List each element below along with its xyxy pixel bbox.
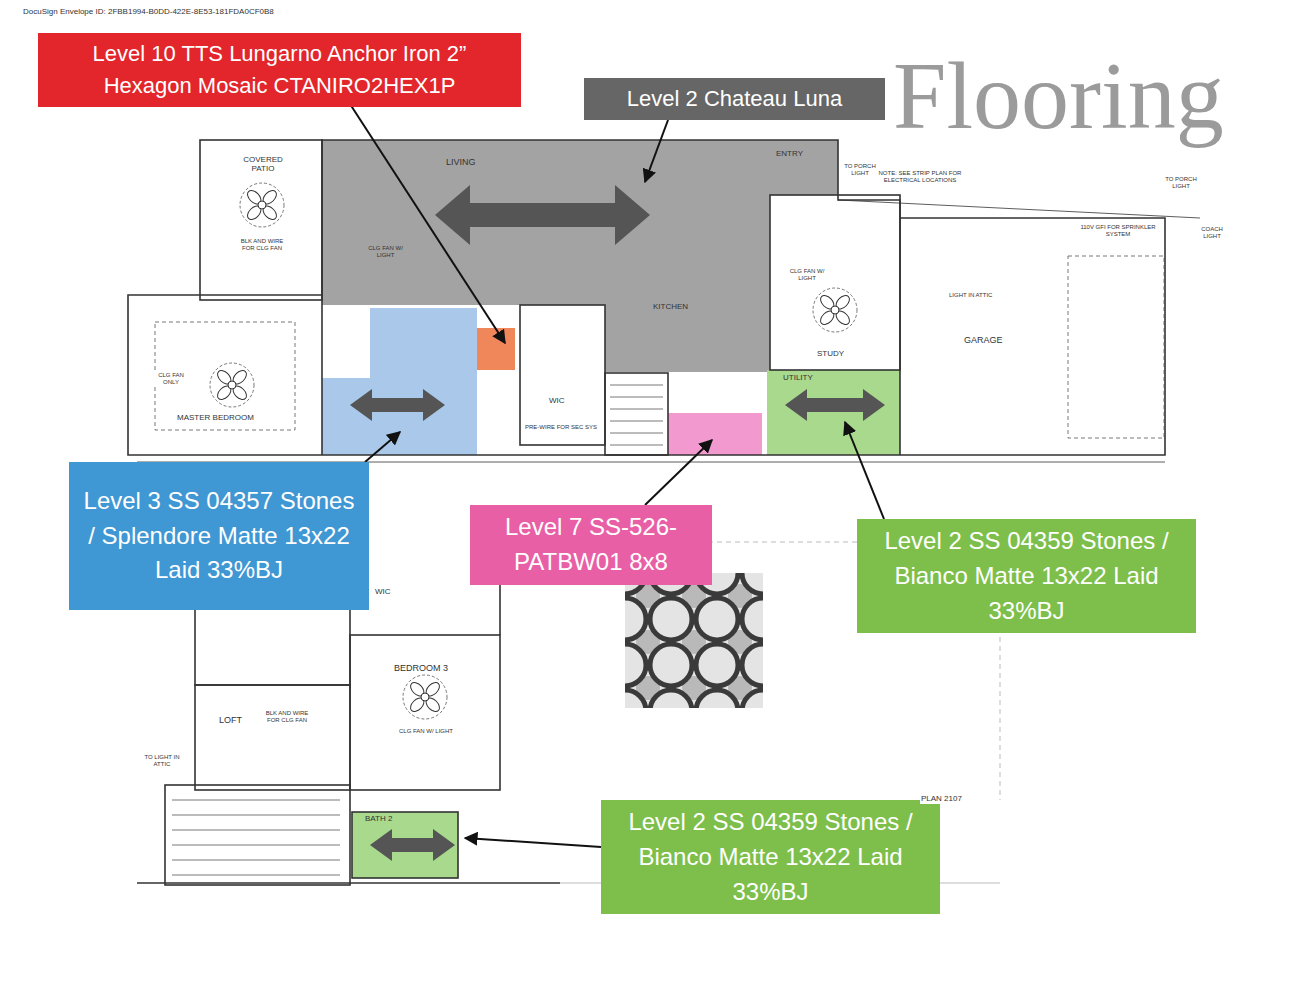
callout-text: Level 3 SS 04357 Stones / Splendore Matt… [79, 484, 359, 588]
plan-element [645, 120, 668, 182]
plan-label: CLG FAN W/ LIGHT [398, 728, 454, 735]
plan-element [172, 800, 340, 801]
lay-direction-arrow [435, 185, 650, 245]
plan-label: NOTE: SEE STRIP PLAN FOR ELECTRICAL LOCA… [875, 170, 965, 183]
plan-label: TO PORCH LIGHT [843, 163, 877, 176]
fan-symbol [813, 288, 857, 332]
plan-element [172, 815, 340, 816]
plan-label: PRE-WIRE FOR SEC SYS [524, 424, 598, 431]
plan-element [350, 635, 500, 790]
plan-element [350, 104, 505, 343]
callout-box: Level 2 SS 04359 Stones / Bianco Matte 1… [857, 519, 1196, 633]
plan-element [365, 432, 400, 462]
fan-symbol [240, 183, 284, 227]
callout-box: Level 2 Chateau Luna [584, 78, 885, 120]
pink-floor-area [668, 413, 762, 455]
plan-element [137, 882, 560, 884]
callout-box: Level 10 TTS Lungarno Anchor Iron 2” Hex… [38, 33, 521, 107]
plan-element [352, 812, 458, 878]
fan-symbol [403, 675, 447, 719]
plan-label: WIC [374, 588, 392, 597]
plan-element [645, 440, 712, 505]
plan-label: LIVING [445, 158, 477, 168]
plan-label: GARAGE [963, 336, 1004, 346]
plan-label: BLK AND WIRE FOR CLG FAN [264, 710, 310, 723]
callout-box: Level 3 SS 04357 Stones / Splendore Matt… [69, 462, 369, 610]
plan-label: BATH 2 [364, 815, 393, 824]
plan-element [610, 409, 663, 410]
lay-direction-arrow [370, 829, 455, 861]
plan-label: STUDY [816, 350, 845, 359]
callout-text: Level 2 Chateau Luna [627, 83, 842, 115]
plan-element [172, 875, 340, 876]
walls [128, 140, 1200, 462]
plan-element [172, 860, 340, 861]
orange-floor-area [477, 328, 515, 370]
plan-label: UTILITY [782, 374, 814, 383]
callout-text: Level 10 TTS Lungarno Anchor Iron 2” Hex… [48, 38, 511, 102]
plan-label: KITCHEN [652, 303, 689, 312]
lay-direction-arrow [350, 389, 445, 421]
lay-direction-arrow [785, 389, 885, 421]
callout-text: Level 2 SS 04359 Stones / Bianco Matte 1… [611, 805, 930, 909]
plan-element [610, 397, 663, 398]
plan-label: PLAN 2107 [920, 795, 963, 804]
page-title: Flooring [893, 48, 1224, 144]
plan-label: CLG FAN W/ LIGHT [362, 245, 409, 258]
plan-element [321, 295, 323, 455]
stair-treads [172, 800, 340, 875]
plan-element [200, 140, 322, 300]
plan-element [172, 845, 340, 846]
plan-element [128, 140, 1165, 455]
fan-symbol [210, 363, 254, 407]
leader-lines [350, 104, 884, 847]
plan-label: 110V GFI FOR SPRINKLER SYSTEM [1072, 224, 1164, 237]
tile-sample [625, 573, 763, 708]
plan-label: TO LIGHT IN ATTIC [140, 754, 184, 767]
plan-element [465, 838, 601, 847]
plan-element [770, 195, 900, 370]
plan-label: ENTRY [775, 150, 804, 159]
plan-element [610, 385, 663, 386]
plan-label: COVERED PATIO [236, 156, 290, 174]
plan-label: CLG FAN ONLY [150, 372, 192, 385]
plan-label: CLG FAN W/ LIGHT [780, 268, 834, 281]
stair-treads [610, 385, 663, 445]
plan-element [838, 200, 1200, 218]
plan-label: COACH LIGHT [1195, 226, 1229, 239]
callout-text: Level 2 SS 04359 Stones / Bianco Matte 1… [867, 524, 1186, 628]
plan-element [610, 433, 663, 434]
plan-label: LOFT [218, 716, 243, 726]
green-floor-area [352, 812, 458, 878]
plan-element [605, 373, 668, 455]
green-floor-area [767, 370, 900, 455]
plan-label: DocuSign Envelope ID: 2FBB1994-B0DD-422E… [22, 8, 275, 17]
plan-element [165, 785, 350, 885]
callout-box: Level 2 SS 04359 Stones / Bianco Matte 1… [601, 800, 940, 914]
plan-label: TO PORCH LIGHT [1160, 176, 1202, 189]
plan-element [172, 830, 340, 831]
plan-label: WIC [548, 397, 566, 406]
plan-element [899, 218, 901, 455]
callout-box: Level 7 SS-526- PATBW01 8x8 [470, 505, 712, 585]
plan-element [610, 445, 663, 446]
plan-label: BEDROOM 3 [393, 664, 449, 674]
plan-element [195, 685, 350, 790]
plan-label: BLK AND WIRE FOR CLG FAN [234, 238, 290, 251]
car-outline [1068, 256, 1164, 438]
plan-element [520, 305, 605, 445]
plan-label: MASTER BEDROOM [176, 414, 255, 423]
plan-element [845, 422, 884, 519]
plan-label: LIGHT IN ATTIC [948, 292, 993, 299]
plan-element [610, 421, 663, 422]
callout-text: Level 7 SS-526- PATBW01 8x8 [480, 510, 702, 580]
